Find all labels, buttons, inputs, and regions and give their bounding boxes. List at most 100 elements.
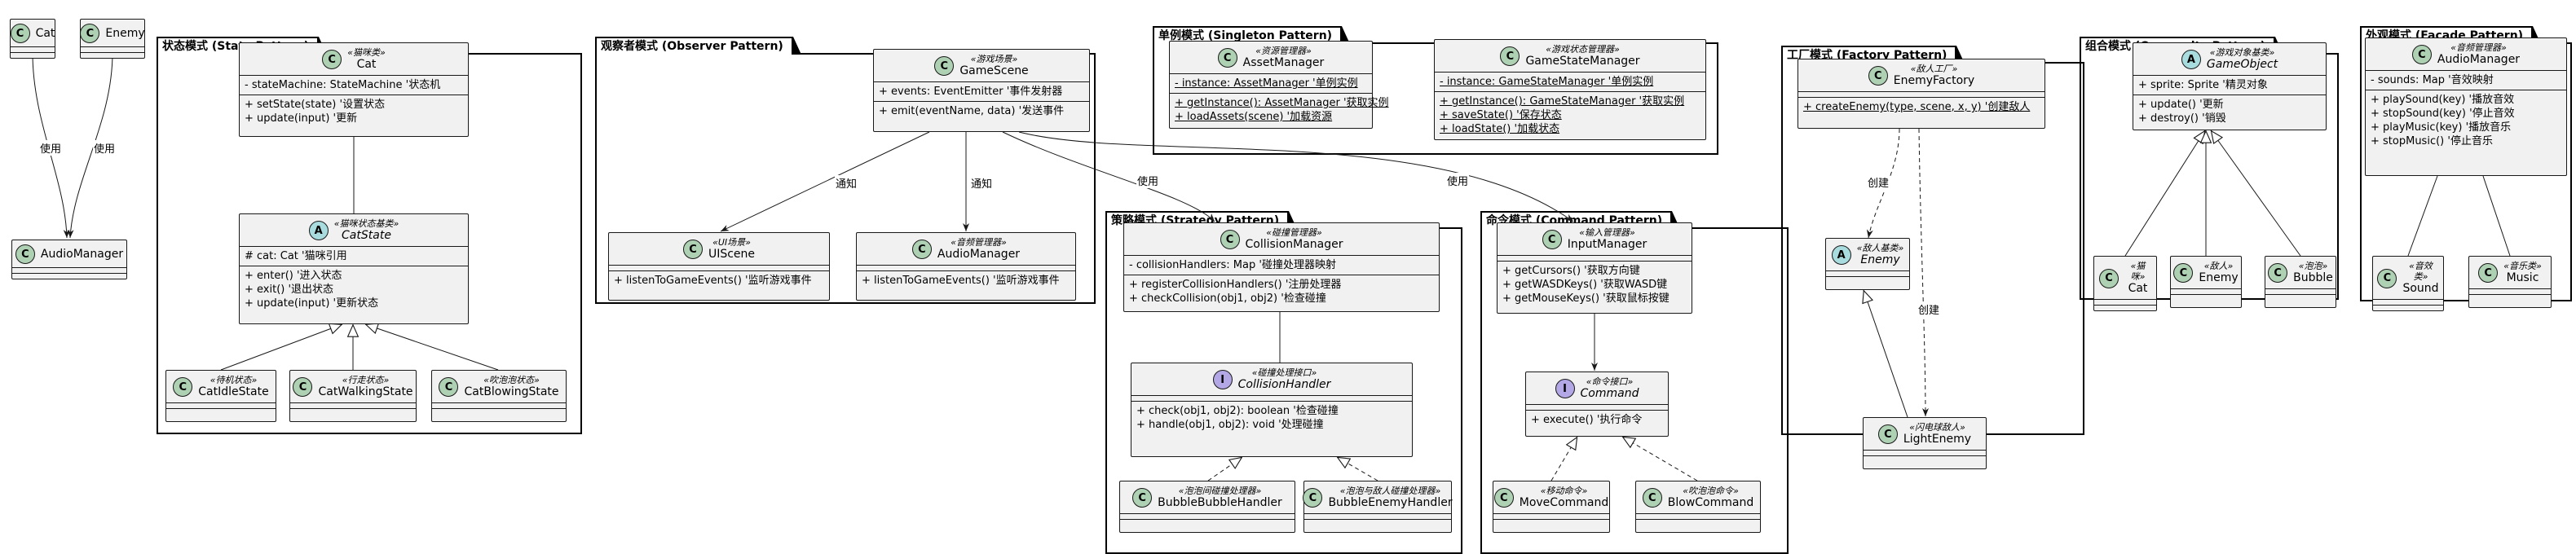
class-kind-icon: C (80, 24, 100, 43)
class-stereotype: «游戏状态管理器» (1546, 44, 1620, 55)
class-header: C«UI场景»UIScene (609, 233, 829, 265)
class-kind-icon: C (1303, 488, 1323, 508)
class-kind-icon: C (15, 244, 35, 264)
class-blowcmd[interactable]: C«吹泡泡命令»BlowCommand (1635, 481, 1761, 533)
class-methods (1304, 519, 1451, 525)
class-name: GameStateManager (1525, 55, 1640, 68)
class-method: + playMusic(key) '播放音乐 (2371, 121, 2512, 134)
class-name: Enemy (1860, 253, 1900, 266)
class-gsm[interactable]: C«游戏状态管理器»GameStateManager - instance: Ga… (1434, 39, 1706, 140)
class-name: CollisionManager (1245, 238, 1343, 251)
class-factory[interactable]: C«敌人工厂»EnemyFactory+ createEnemy(type, s… (1797, 59, 2045, 129)
class-name: AssetManager (1242, 56, 1325, 69)
class-methods (11, 52, 55, 58)
class-names: «敌人工厂»EnemyFactory (1894, 64, 1974, 88)
class-method: + enter() '进入状态 (245, 270, 342, 282)
class-bubble[interactable]: C«泡泡»Bubble (2265, 256, 2336, 308)
class-music[interactable]: C«音乐类»Music (2468, 256, 2552, 308)
class-method: + loadAssets(scene) '加载资源 (1175, 111, 1333, 123)
class-name: Sound (2402, 282, 2439, 295)
class-kind-icon: C (1132, 488, 1153, 508)
class-uiscene[interactable]: C«UI场景»UIScene + listenToGameEvents() '监听… (608, 232, 830, 301)
class-stereotype: «游戏对象基类» (2209, 47, 2275, 58)
class-behandler[interactable]: C«泡泡与敌人碰撞处理器»BubbleEnemyHandler (1303, 481, 1453, 533)
edge-lightenemy-extends-enemy (1864, 290, 1908, 418)
class-header: C«游戏状态管理器»GameStateManager (1435, 40, 1705, 72)
class-name: AudioManager (40, 247, 124, 261)
class-lightenemy[interactable]: C«闪电球敌人»LightEnemy (1863, 417, 1987, 469)
class-header: A«敌人基类»Enemy (1826, 239, 1909, 270)
class-fields (2265, 288, 2336, 294)
class-input[interactable]: C«输入管理器»InputManager+ getCursors() '获取方向… (1497, 222, 1692, 314)
class-fields: - collisionHandlers: Map '碰撞处理器映射 (1124, 255, 1439, 275)
class-handler[interactable]: I«碰撞处理接口»CollisionHandler+ check(obj1, o… (1131, 363, 1413, 457)
class-method: + listenToGameEvents() '监听游戏事件 (614, 275, 812, 287)
class-stereotype: «敌人» (2203, 261, 2234, 271)
class-blowing[interactable]: C«吹泡泡状态»CatBlowingState (431, 370, 567, 422)
class-header: C«待机状态»CatIdleState (166, 371, 276, 402)
edge-audio-has-music (2482, 175, 2510, 256)
class-gamescene[interactable]: C«游戏场景»GameScene+ events: EventEmitter '… (873, 49, 1090, 132)
class-methods: + getInstance(): AssetManager '获取实例+ loa… (1170, 93, 1389, 126)
class-field: + sprite: Sprite '精灵对象 (2138, 79, 2268, 91)
class-catstate[interactable]: A«猫咪状态基类»CatState# cat: Cat '猫咪引用+ enter… (239, 213, 469, 324)
class-name: MoveCommand (1519, 496, 1609, 509)
class-idle[interactable]: C«待机状态»CatIdleState (165, 370, 276, 422)
class-audio_free[interactable]: C AudioManager (11, 240, 127, 279)
class-name: Cat (2128, 282, 2148, 295)
class-audio_obs[interactable]: C«音频管理器»AudioManager+ listenToGameEvents… (856, 232, 1076, 301)
class-names: «泡泡间碰撞处理器»BubbleBubbleHandler (1158, 486, 1282, 510)
class-fields (12, 267, 126, 273)
class-name: GameScene (959, 64, 1029, 77)
class-stereotype: «敌人工厂» (1910, 64, 1958, 74)
class-movecmd[interactable]: C«移动命令»MoveCommand (1493, 481, 1610, 533)
class-collision[interactable]: C«碰撞管理器»CollisionManager- collisionHandl… (1123, 222, 1440, 312)
class-method: + registerCollisionHandlers() '注册处理器 (1129, 279, 1342, 291)
edge-label-notify: 通知 (970, 175, 994, 191)
class-stereotype: «敌人基类» (1856, 243, 1904, 253)
class-kind-icon: C (2377, 268, 2397, 288)
class-assetmgr[interactable]: C«资源管理器»AssetManager- instance: AssetMan… (1169, 41, 1389, 129)
class-method: + playSound(key) '播放音效 (2371, 94, 2515, 106)
class-methods (290, 408, 416, 414)
class-walking[interactable]: C«行走状态»CatWalkingState (289, 370, 417, 422)
class-field: - instance: GameStateManager '单例实例 (1440, 76, 1654, 88)
class-audio_facade[interactable]: C«音频管理器»AudioManager- sounds: Map '音效映射+… (2365, 37, 2567, 176)
class-fields (2094, 299, 2156, 305)
edge-gamescene-notifies-ui (720, 131, 930, 232)
class-bbhandler[interactable]: C«泡泡间碰撞处理器»BubbleBubbleHandler (1119, 481, 1295, 533)
class-header: C«碰撞管理器»CollisionManager (1124, 223, 1439, 255)
class-enemy_comp[interactable]: C«敌人»Enemy (2170, 256, 2242, 308)
class-fields (2171, 288, 2241, 294)
class-names: «吹泡泡命令»BlowCommand (1668, 486, 1753, 510)
class-enemy_abs[interactable]: A«敌人基类»Enemy (1825, 238, 1910, 290)
class-cat_state[interactable]: C«猫咪类»Cat- stateMachine: StateMachine '状… (239, 42, 469, 137)
class-gameobject[interactable]: A«游戏对象基类»GameObject+ sprite: Sprite '精灵对… (2133, 42, 2327, 130)
class-stereotype: «音效类» (2409, 261, 2433, 282)
class-command[interactable]: I«命令接口»Command+ execute() '执行命令 (1525, 372, 1669, 437)
class-method: + checkCollision(obj1, obj2) '检查碰撞 (1129, 292, 1326, 305)
edge-label-use: 使用 (93, 140, 117, 156)
class-names: «碰撞处理接口»CollisionHandler (1238, 367, 1331, 392)
edge-gamescene-uses-collision (1002, 131, 1215, 222)
class-names: «游戏对象基类»GameObject (2207, 47, 2278, 72)
class-sound[interactable]: C «音效类»Sound (2372, 256, 2444, 311)
edge-label-use: 使用 (39, 140, 63, 156)
class-name: Bubble (2293, 271, 2333, 284)
class-name: Cat (356, 58, 377, 71)
edge-cat-extends-gameobject (2124, 130, 2206, 257)
class-names: «泡泡»Bubble (2293, 261, 2333, 285)
class-stereotype: «猫咪状态基类» (333, 218, 399, 229)
class-fields (81, 46, 144, 52)
class-method: + loadState() '加载状态 (1440, 123, 1560, 135)
class-names: «UI场景»UIScene (708, 237, 755, 262)
class-header: C«泡泡与敌人碰撞处理器»BubbleEnemyHandler (1303, 481, 1453, 513)
class-cat_comp[interactable]: C«猫咪»Cat (2093, 256, 2157, 311)
class-header: C«敌人»Enemy (2171, 257, 2241, 288)
class-stereotype: «泡泡间碰撞处理器» (1178, 486, 1262, 496)
class-names: «猫咪类»Cat (347, 47, 386, 72)
class-names: «音频管理器»AudioManager (2437, 42, 2520, 67)
class-methods (2469, 294, 2551, 300)
